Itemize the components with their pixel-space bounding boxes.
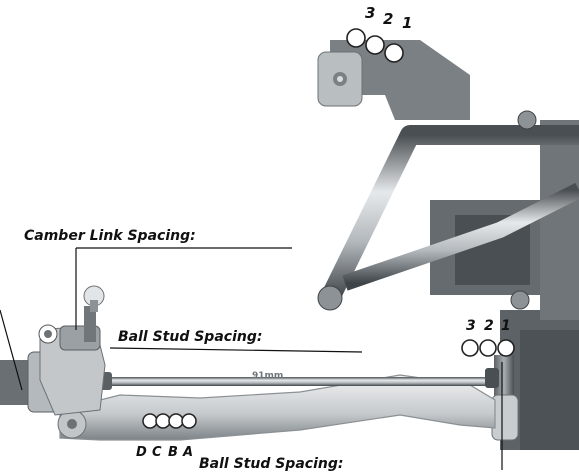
leader-lines [0, 247, 503, 470]
link-length-label: 91mm [252, 371, 284, 381]
right-hole-number-3: 3 [466, 318, 476, 334]
right-hole-number-1: 1 [501, 318, 511, 334]
ball-stud-spacing-label-lower: Ball Stud Spacing: [199, 456, 344, 472]
right-ball-stud-holes [461, 339, 515, 357]
top-hole-number-3: 3 [365, 4, 376, 22]
hole-2 [365, 35, 385, 55]
ball-stud-left-leader [0, 309, 23, 391]
upper-mount-holes [346, 28, 404, 63]
bottom-hole-letter-b: B [168, 445, 178, 460]
right-hole-number-2: 2 [484, 318, 494, 334]
lower-arm [57, 374, 496, 441]
bottom-hole-letter-a: A [183, 445, 194, 460]
top-hole-number-2: 2 [383, 10, 394, 28]
bottom-hole-letter-d: D [136, 445, 147, 460]
ball-stud-spacing-label-upper: Ball Stud Spacing: [118, 329, 263, 345]
top-hole-number-1: 1 [402, 14, 413, 32]
ball-stud-upper-leader [109, 347, 363, 353]
hole-1 [384, 43, 404, 63]
hole-3 [346, 28, 366, 48]
hub-carrier [0, 285, 106, 416]
chassis-frame [317, 40, 579, 450]
camber-link-spacing-label: Camber Link Spacing: [24, 228, 196, 244]
bottom-hole-letter-c: C [152, 445, 162, 460]
